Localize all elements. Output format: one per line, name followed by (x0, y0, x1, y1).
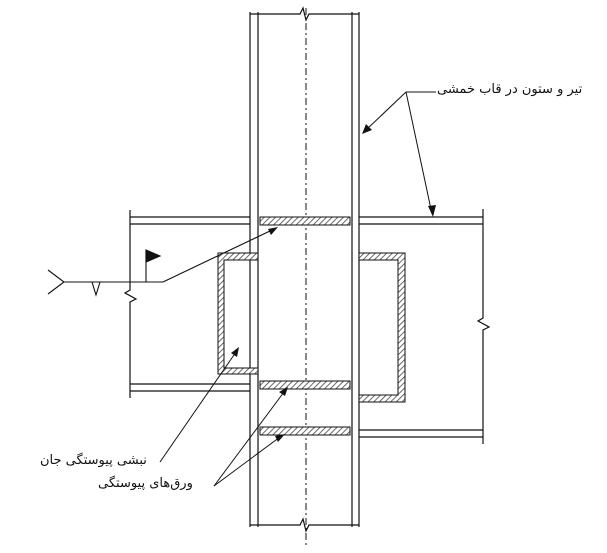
leader-frame-to-beam (405, 91, 433, 215)
arrowhead-web-angle (231, 347, 239, 357)
arrowhead-column (362, 124, 372, 134)
continuity-plates (259, 216, 351, 436)
web-angle-right (358, 252, 406, 403)
left-beam-break (123, 210, 138, 398)
label-continuity-plates: ورق‌های پیوستگی (98, 476, 193, 491)
weld-arrow-leader (162, 229, 273, 283)
weld-symbol-tail (47, 269, 65, 295)
arrowheads (231, 124, 436, 442)
column-bottom-break (250, 517, 359, 533)
continuity-plate-bottom (259, 426, 351, 436)
leaders (159, 91, 436, 487)
weld-symbol (47, 229, 273, 297)
weld-fillet-mark (91, 281, 101, 297)
column (249, 6, 360, 533)
left-beam (123, 210, 250, 398)
leader-web-angle (159, 351, 237, 463)
web-angles (217, 252, 406, 403)
column-top-break (250, 6, 359, 22)
arrowhead-weld (268, 227, 278, 235)
leader-plate-middle (213, 391, 285, 487)
arrowhead-beam (428, 205, 436, 217)
weld-flag-icon (145, 249, 162, 263)
leader-frame-to-column (365, 91, 407, 131)
continuity-plate-top (259, 216, 351, 226)
arrowhead-plate-middle (279, 387, 288, 396)
arrowhead-plate-bottom (275, 434, 285, 442)
right-beam-break (476, 209, 491, 444)
continuity-plate-middle (259, 380, 351, 390)
right-beam (359, 209, 491, 444)
label-web-angle: نبشی پیوستگی جان (40, 453, 147, 468)
label-frame-members: تیر و ستون در قاب خمشی (437, 82, 583, 97)
web-angle-left (217, 252, 259, 375)
leader-plate-bottom (213, 436, 281, 487)
